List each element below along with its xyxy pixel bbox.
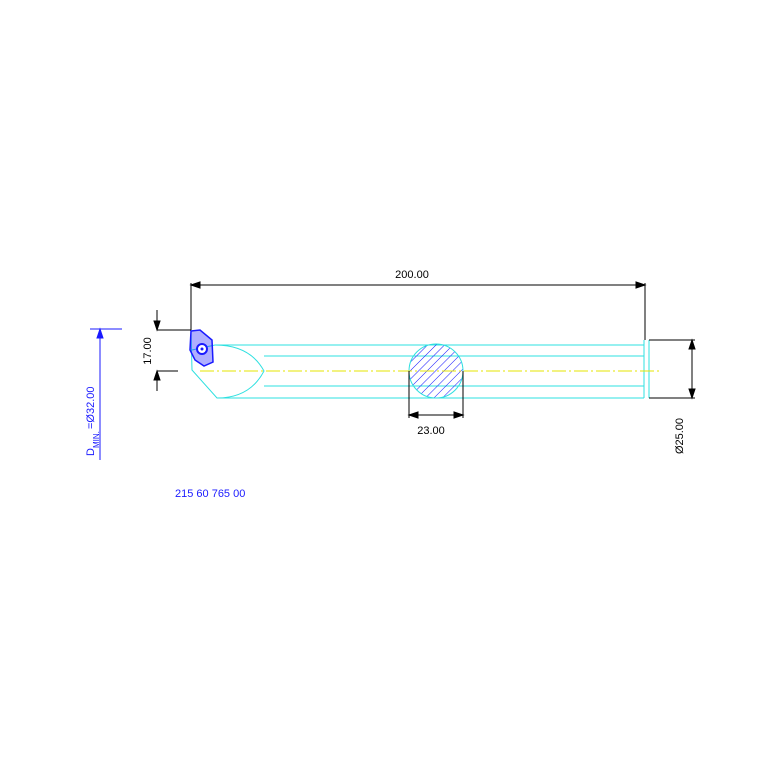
head-front-arc: [214, 344, 265, 399]
part-number: 215 60 765 00: [175, 488, 245, 500]
min-bore-value: =Ø32.00: [85, 386, 97, 429]
min-bore-subscript: MIN.: [92, 431, 101, 448]
label-overall-length: 200.00: [395, 269, 429, 281]
label-neck-width: 23.00: [417, 425, 445, 437]
head-profile: [190, 329, 644, 399]
arrow-head-bottom: [153, 369, 161, 381]
dimension-shank-diameter: [649, 338, 696, 400]
min-bore-prefix: D: [85, 448, 97, 456]
arrow-shank-bottom: [688, 388, 696, 400]
dimension-head-height: [153, 310, 191, 391]
label-head-height: 17.00: [142, 337, 154, 365]
min-bore-annotation: [90, 327, 122, 460]
insert-screw-dot: [200, 347, 204, 351]
arrow-neck-left: [407, 411, 419, 419]
arrow-right-length: [635, 281, 647, 289]
cutting-insert: [189, 329, 214, 367]
dimension-neck-width: [407, 371, 465, 419]
min-bore-label: D MIN. =Ø32.00: [85, 386, 101, 456]
arrow-left-length: [189, 281, 201, 289]
dimension-overall-length: [189, 281, 647, 340]
label-shank-diameter: Ø25.00: [674, 418, 686, 454]
arrow-neck-right: [453, 411, 465, 419]
min-bore-arrow: [96, 327, 104, 339]
arrow-head-top: [153, 320, 161, 332]
arrow-shank-top: [688, 338, 696, 350]
